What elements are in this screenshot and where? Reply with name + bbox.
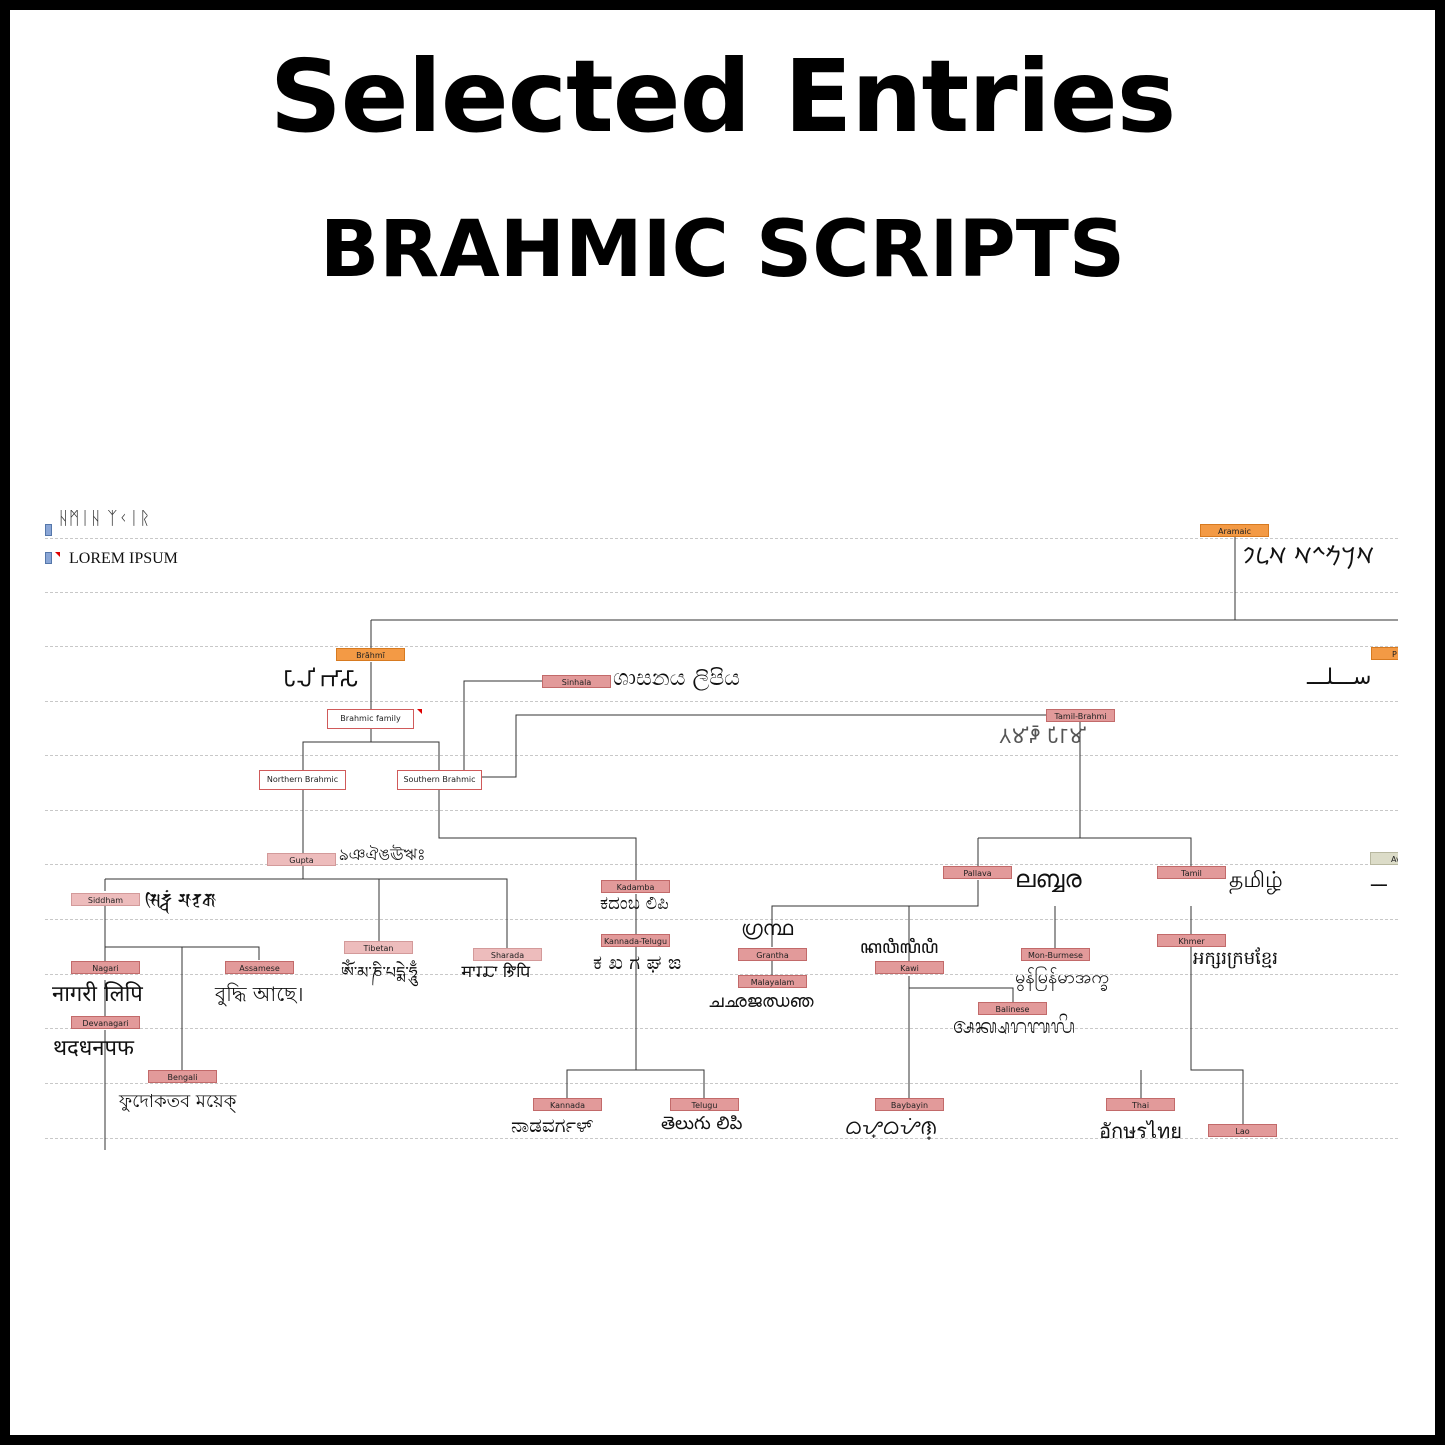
sample-gupta: ঌঞঐঙঊঋঃ (339, 845, 426, 864)
gridline (45, 755, 1398, 756)
node-sharada[interactable]: Sharada (473, 948, 542, 961)
lorem-label: LOREM IPSUM (69, 550, 178, 567)
node-gupta[interactable]: Gupta (267, 853, 336, 866)
sample-aramaic: 𐡀𐡓𐡌𐡉𐡀 𐡀𐡋𐡐 (1243, 544, 1375, 569)
node-tibetan[interactable]: Tibetan (344, 941, 413, 954)
top-glyph-sample: ᚺᛗᛁᚺ ᛉᚲᛁᚱ (58, 510, 151, 529)
gridline (45, 646, 1398, 647)
sample-balinese: ᬅᬓ᭄ᬱᬭᬩᬮᬶ (953, 1014, 1076, 1038)
sample-kawi: ꦏꦮꦶꦭꦶꦥꦶ (860, 937, 939, 958)
node-aramaic[interactable]: Aramaic (1200, 524, 1269, 537)
node-northern-brahmic[interactable]: Northern Brahmic (259, 770, 346, 790)
sample-grantha: ഗ്രന്ഥ (741, 916, 794, 940)
sample-tamil: தமிழ் (1229, 868, 1283, 893)
gridline (45, 864, 1398, 865)
node-bengali[interactable]: Bengali (148, 1070, 217, 1083)
gridline (45, 1138, 1398, 1139)
node-kannada-telugu[interactable]: Kannada-Telugu (601, 934, 670, 947)
sample-sinhala: ශාසනය ලිපිය (613, 666, 740, 691)
sample-tibetan: ཨོཾ་མ་ཎི་པདྨེ་ཧཱུྃ (341, 963, 418, 982)
gridline (45, 701, 1398, 702)
sample-tamil-brahmi: 𑀢𑀫𑀺𑀵𑁆 𑀧𑀺𑀭𑀸𑀫𑀺 (999, 724, 1083, 748)
node-grantha[interactable]: Grantha (738, 948, 807, 961)
sample-pallava: ലബ്ബര (1015, 865, 1082, 893)
node-brahmi[interactable]: Brāhmī (336, 648, 405, 661)
sample-nagari: नागरी लिपि (52, 982, 143, 1007)
frame (10, 10, 1435, 1435)
node-kadamba[interactable]: Kadamba (601, 880, 670, 893)
node-p-cut[interactable]: P (1371, 647, 1398, 660)
node-devanagari[interactable]: Devanagari (71, 1016, 140, 1029)
node-kawi[interactable]: Kawi (875, 961, 944, 974)
node-thai[interactable]: Thai (1106, 1098, 1175, 1111)
node-brahmic-family[interactable]: Brahmic family (327, 709, 414, 729)
gridline (45, 919, 1398, 920)
node-nagari[interactable]: Nagari (71, 961, 140, 974)
page-title: Selected Entries (269, 38, 1176, 155)
node-tamil[interactable]: Tamil (1157, 866, 1226, 879)
sample-siddham: 𑖭𑖰𑖟𑖿𑖠𑖽 𑖦𑖯𑖝𑖴𑖎𑖯 (145, 890, 217, 911)
node-sinhala[interactable]: Sinhala (542, 675, 611, 688)
node-malayalam[interactable]: Malayalam (738, 975, 807, 988)
node-balinese[interactable]: Balinese (978, 1002, 1047, 1015)
sample-baybayin: ᜊᜌ᜔ᜊᜌᜒᜈ᜔ (845, 1115, 938, 1139)
page-subtitle: BRAHMIC SCRIPTS (319, 205, 1126, 295)
sample-kannada: ನಾಡವರ್ಗಳ್ (511, 1113, 594, 1137)
sample-thai: อักษรไทย (1099, 1119, 1183, 1143)
gridline (45, 592, 1398, 593)
sample-kannada-telugu: ಕ ಖ ಗ ಘ ಙ (593, 950, 682, 974)
gridline (45, 974, 1398, 975)
sample-khmer: អក្សរក្រមខ្មែរ (1193, 948, 1278, 969)
sample-brahmi: 𑀧𑀸𑀮𑀺 𑀪𑀸𑀲𑀸 (283, 667, 359, 692)
sample-mon-burmese: မွန်မြန်မာအက္ခ (1015, 967, 1110, 988)
gridline (45, 1083, 1398, 1084)
sample-telugu: తెలుగు లిపి (661, 1113, 743, 1134)
node-mon-burmese[interactable]: Mon-Burmese (1021, 948, 1090, 961)
connector-lines (104, 535, 1398, 1150)
sample-devanagari: थदधनपफ (53, 1036, 134, 1061)
node-siddham[interactable]: Siddham (71, 893, 140, 906)
node-kannada[interactable]: Kannada (533, 1098, 602, 1111)
sample-malayalam: ചഛജഝഞ (708, 991, 814, 1012)
node-assamese[interactable]: Assamese (225, 961, 294, 974)
node-lao[interactable]: Lao (1208, 1124, 1277, 1137)
gridline (45, 538, 1398, 539)
node-pallava[interactable]: Pallava (943, 866, 1012, 879)
sample-kadamba: ಕದಂಬ ಲಿಪಿ (600, 893, 669, 914)
sample-av-cut: ـــ (1371, 870, 1387, 891)
node-southern-brahmic[interactable]: Southern Brahmic (397, 770, 482, 790)
row-marker (45, 524, 52, 536)
gridline (45, 1028, 1398, 1029)
node-telugu[interactable]: Telugu (670, 1098, 739, 1111)
node-av-cut[interactable]: Av (1370, 852, 1398, 865)
node-baybayin[interactable]: Baybayin (875, 1098, 944, 1111)
sample-bengali: ফুদোকতব ময়েক্ (119, 1091, 237, 1112)
node-khmer[interactable]: Khmer (1157, 934, 1226, 947)
sample-p-cut: ســـلـــ (1307, 665, 1372, 690)
comment-flag-icon (55, 552, 60, 557)
row-marker (45, 552, 52, 564)
sample-assamese: বুদ্ধি আছে। (215, 982, 304, 1006)
node-tamil-brahmi[interactable]: Tamil-Brahmi (1046, 709, 1115, 722)
sample-sharada: 𑆯𑆳𑆫𑆢𑆳 𑆭𑆴𑆥𑆴 (461, 962, 531, 981)
comment-flag-icon (417, 709, 422, 714)
gridline (45, 810, 1398, 811)
diagram-sheet: ᚺᛗᛁᚺ ᛉᚲᛁᚱ LOREM IPSUM Aramaic 𐡀𐡓𐡌𐡉𐡀 𐡀𐡋𐡐 … (45, 510, 1398, 1150)
